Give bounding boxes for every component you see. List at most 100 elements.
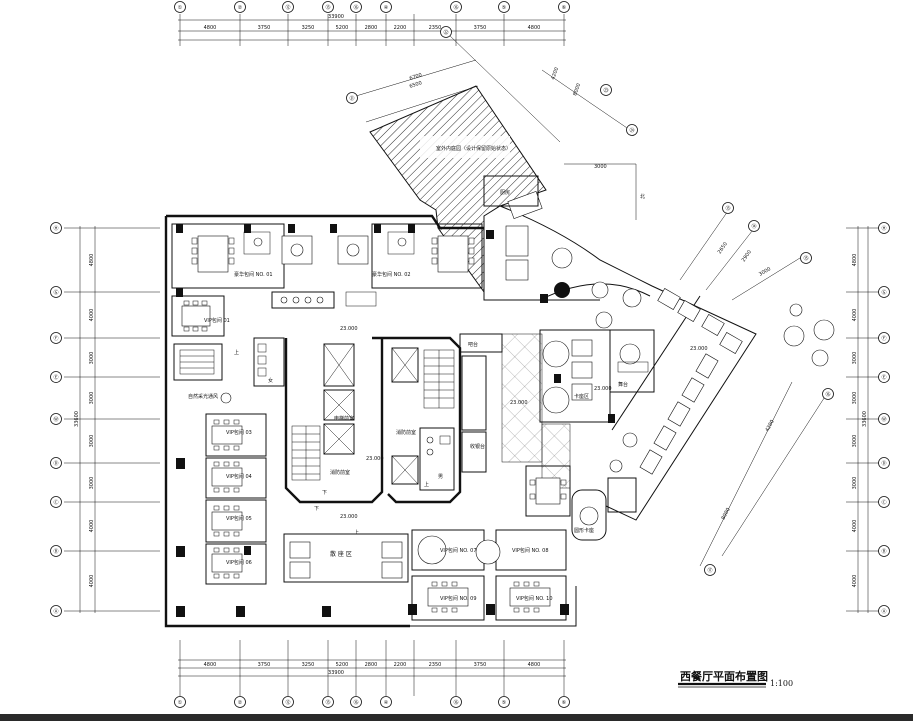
left-dim-6: 3000 <box>89 477 95 490</box>
right-dim-2: 4000 <box>852 309 858 322</box>
grid-left-E: Ⓔ <box>53 374 58 381</box>
scatter-area: 散 座 区 23.000 <box>283 514 409 583</box>
vip-room-04: VIP包间 04 <box>205 457 267 499</box>
curved-wing: 23.000 <box>499 191 835 521</box>
title-block: 西餐厅平面布置图 1:100 <box>678 669 793 688</box>
bottom-dim-6: 2200 <box>394 662 407 668</box>
grid-angled-13: ⑬ <box>725 205 730 212</box>
grid-angled-24: ㉔ <box>629 127 634 134</box>
north-label: 北 <box>640 193 645 200</box>
vip-room-02: 豪华包间 NO. 02 <box>337 223 483 289</box>
grid-angled-17: ⑰ <box>707 567 712 574</box>
left-dim-3: 3000 <box>89 352 95 365</box>
grid-angled-23: ㉓ <box>603 87 608 94</box>
elev-5: 23.000 <box>340 514 358 520</box>
booth-area: 卡座区 23.000 <box>539 329 612 423</box>
top-dim-1: 4800 <box>204 25 217 31</box>
grid-right-G: Ⓖ <box>881 289 886 296</box>
vip-10-label: VIP包间 NO. 10 <box>516 595 553 602</box>
vip-room-09: VIP包间 NO. 09 <box>411 575 485 621</box>
grid-top-3: ⑫ <box>285 4 290 11</box>
elevator-lobby-label: 电梯前室 <box>334 415 354 422</box>
service-strip <box>271 291 377 309</box>
grid-left-A: Ⓐ <box>53 608 58 615</box>
vip-09-label: VIP包间 NO. 09 <box>440 595 477 602</box>
bottom-dim-3: 3250 <box>302 662 315 668</box>
vip-room-08: VIP包间 NO. 08 <box>475 529 567 571</box>
fire-lobby-label: 消防前室 <box>396 429 416 436</box>
grid-left-W: Ⓦ <box>53 416 58 423</box>
right-dim-8: 4000 <box>852 575 858 588</box>
top-total-dim: 33900 <box>328 14 344 20</box>
grid-angled-22: ㉒ <box>443 29 448 36</box>
stair-down-mark: 下 <box>322 490 327 496</box>
grid-bottom-4: ⑬ <box>325 699 330 706</box>
grid-bottom-9: ⑥ <box>562 700 567 706</box>
top-dim-2: 3750 <box>258 25 271 31</box>
vip-08-label: VIP包间 NO. 08 <box>512 547 549 554</box>
left-total-dim: 33600 <box>74 411 80 427</box>
grid-bottom-2: ② <box>238 700 243 706</box>
stage: 舞台 <box>609 329 655 393</box>
vip-r01-label: VIP包间 01 <box>204 317 230 324</box>
fire-lobby-2-label: 消防前室 <box>330 469 350 476</box>
right-dim-1: 4800 <box>852 254 858 267</box>
left-dim-2: 4000 <box>89 309 95 322</box>
elev-4: 23.000 <box>594 386 612 392</box>
angled-dim-2: 6500 <box>409 80 423 90</box>
left-dim-8: 4000 <box>89 575 95 588</box>
angled-dim-1: 6700 <box>409 72 423 82</box>
vip-bathrooms <box>243 231 415 255</box>
grid-right-D: Ⓓ <box>881 460 886 467</box>
grid-angled-15: ⑮ <box>803 255 808 262</box>
left-dim-4: 3000 <box>89 392 95 405</box>
left-dim-7: 4000 <box>89 520 95 533</box>
angled-grid-right: ⑬ ⑭ ⑮ ⑯ ⑰ 2650 2900 3000 4200 8000 <box>679 202 834 576</box>
bottom-dim-2: 3750 <box>258 662 271 668</box>
grid-top-7: ⑯ <box>453 4 458 11</box>
left-dim-5: 3000 <box>89 435 95 448</box>
center-dining-table <box>525 465 571 517</box>
top-dim-7: 2350 <box>429 25 442 31</box>
toilets: 男 女 <box>253 337 455 491</box>
left-grid-bubbles: Ⓗ Ⓖ Ⓕ Ⓔ Ⓦ Ⓓ Ⓒ Ⓑ Ⓐ <box>50 222 62 617</box>
natural-vent-area: 自然采光通风 上 <box>173 343 239 404</box>
top-dim-5: 2800 <box>365 25 378 31</box>
grid-top-2: ② <box>238 5 243 11</box>
grid-right-W: Ⓦ <box>881 416 886 423</box>
vip-04-label: VIP包间 04 <box>226 473 252 480</box>
top-grid-bubbles: ① ② ⑫ ⑬ ⑯ ④ ⑯ ⑤ ⑥ <box>174 1 570 13</box>
grid-left-B: Ⓑ <box>53 548 58 555</box>
core-stairs <box>291 349 455 481</box>
drawing-title: 西餐厅平面布置图 <box>680 669 768 683</box>
vip-03-label: VIP包间 03 <box>226 429 252 436</box>
stair-up-mark-3: 上 <box>424 481 429 488</box>
grid-top-6: ④ <box>384 5 389 11</box>
grid-top-9: ⑥ <box>562 5 567 11</box>
right-grid-bubbles: Ⓗ Ⓖ Ⓕ Ⓔ Ⓦ Ⓓ Ⓒ Ⓑ Ⓐ <box>878 222 890 617</box>
angled-dim-3: 4200 <box>550 67 560 81</box>
vip-room-07: VIP包间 NO. 07 <box>411 529 485 571</box>
right-dimension-chain: 33600 4800 4000 3000 3000 3000 3000 4000… <box>846 226 880 613</box>
grid-top-1: ① <box>178 5 183 11</box>
core-walls <box>284 336 462 504</box>
vip-05-label: VIP包间 05 <box>226 515 252 522</box>
angled-dim-5: 3000 <box>594 164 607 170</box>
cashier-label: 收银台 <box>470 443 485 450</box>
right-total-dim: 33600 <box>862 411 868 427</box>
grid-bottom-7: ⑯ <box>453 699 458 706</box>
grid-bottom-6: ④ <box>384 700 389 706</box>
elev-6: 23.000 <box>690 346 708 352</box>
grid-left-D: Ⓓ <box>53 460 58 467</box>
top-dimension-chain: 33900 4800 3750 3250 5200 2800 2200 2350… <box>178 14 566 46</box>
toilet-m-label: 男 <box>438 474 443 480</box>
right-dim-6: 3000 <box>852 477 858 490</box>
angled-dim-8: 3000 <box>758 266 772 278</box>
grid-right-F: Ⓕ <box>881 335 886 342</box>
grid-top-5: ⑯ <box>353 4 358 11</box>
vip-room-01: 豪华包间 NO. 01 <box>171 223 313 289</box>
vip-room-02-label: 豪华包间 NO. 02 <box>372 271 411 278</box>
top-dim-6: 2200 <box>394 25 407 31</box>
vip-room-03: VIP包间 03 <box>205 413 267 457</box>
